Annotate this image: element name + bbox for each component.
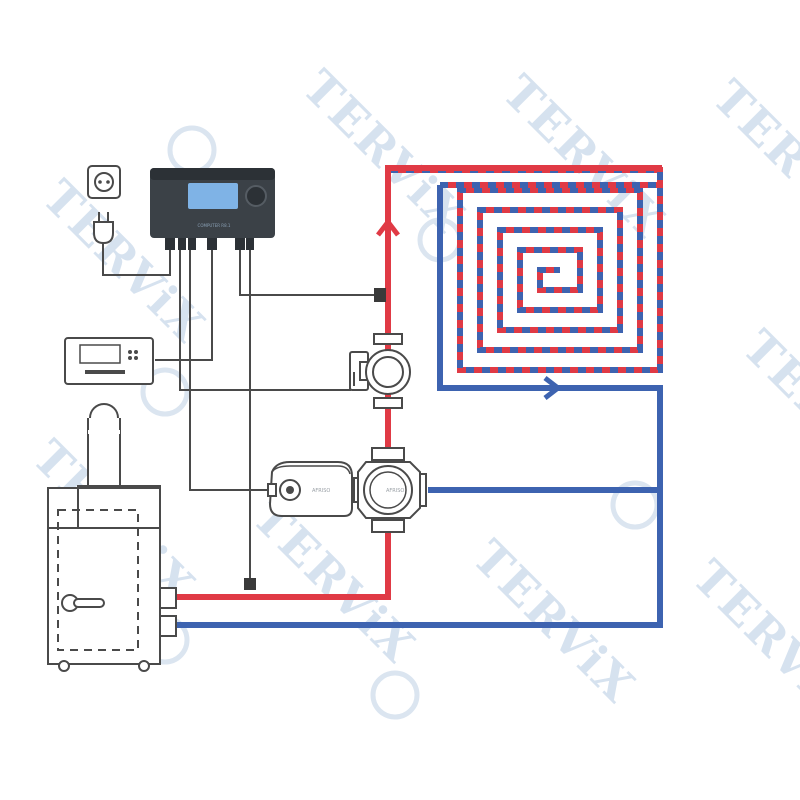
power-plug-icon xyxy=(93,212,114,245)
flow-arrow-icon xyxy=(543,376,563,400)
room-thermostat-icon xyxy=(64,337,154,385)
watermark-8: TERViX xyxy=(682,550,800,734)
watermark-3: TERViX xyxy=(492,65,676,249)
underfloor-heating-loop xyxy=(175,167,663,628)
valve-brand: AFRISO xyxy=(386,488,404,494)
watermark-9: TERViX xyxy=(732,320,800,504)
actuator-icon: AFRISO xyxy=(267,461,353,517)
watermark-4: TERViX xyxy=(702,70,800,254)
controller-brand: COMPUTER R8.1 xyxy=(198,223,231,228)
watermark-2: TERViX xyxy=(292,60,476,244)
boiler-sensor xyxy=(244,578,256,590)
mixing-valve-icon: AFRISO xyxy=(353,447,427,533)
watermark-7: TERViX xyxy=(462,530,646,714)
actuator-brand: AFRISO xyxy=(312,488,330,494)
boiler-icon xyxy=(47,403,177,672)
supply-sensor xyxy=(374,288,386,302)
power-socket-icon xyxy=(87,165,121,199)
controller-icon: COMPUTER R8.1 xyxy=(150,168,275,250)
flow-arrow-icon xyxy=(376,217,400,237)
pump-icon xyxy=(349,333,411,409)
